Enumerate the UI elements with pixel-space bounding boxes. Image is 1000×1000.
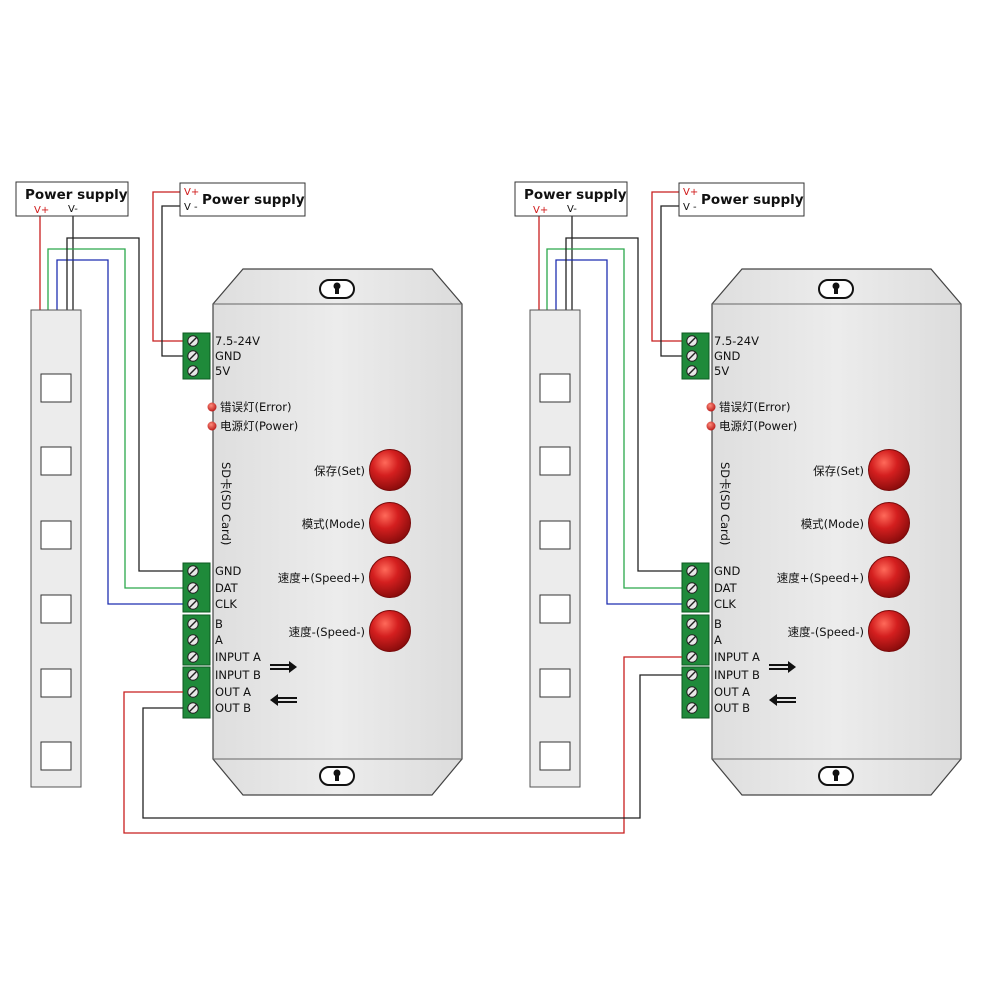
strip-power-supply-title: Power supply (524, 187, 627, 203)
sd-card-slot-label: SD卡(SD Card) (718, 462, 732, 545)
speed-plus-button-label: 速度+(Speed+) (278, 571, 365, 585)
mode-button-label: 模式(Mode) (801, 517, 864, 531)
terminal-label: OUT A (215, 685, 251, 699)
speed-minus-button-label: 速度-(Speed-) (289, 625, 365, 639)
strip-vplus-label: V+ (34, 205, 49, 216)
terminal-label: OUT B (714, 701, 750, 715)
sd-card-slot-label: SD卡(SD Card) (219, 462, 233, 545)
terminal-label: OUT B (215, 701, 251, 715)
error-indicator-label: 错误灯(Error) (719, 400, 791, 414)
terminal-label: B (714, 617, 722, 631)
terminal-label: GND (714, 349, 741, 363)
ctrl-vminus-label: V - (184, 202, 198, 213)
link-wire-out-a (123, 656, 682, 834)
terminal-label: GND (714, 564, 741, 578)
link-wire-out-b (142, 674, 682, 819)
terminal-label: DAT (714, 581, 738, 595)
terminal-label: INPUT B (215, 668, 261, 682)
terminal-label: INPUT B (714, 668, 760, 682)
terminal-label: CLK (215, 597, 237, 611)
terminal-label: GND (215, 564, 242, 578)
strip-vminus-label: V- (567, 204, 577, 215)
strip-vplus-label: V+ (533, 205, 548, 216)
terminal-label: 7.5-24V (215, 334, 260, 348)
strip-vminus-label: V- (68, 204, 78, 215)
set-button-label: 保存(Set) (314, 464, 365, 478)
terminal-label: GND (215, 349, 242, 363)
unit-1-labels: Power supply V+ V- V+ V - Power supply 7… (25, 187, 365, 715)
ctrl-vminus-label: V - (683, 202, 697, 213)
terminal-label: A (714, 633, 722, 647)
terminal-label: CLK (714, 597, 736, 611)
mode-button-label: 模式(Mode) (302, 517, 365, 531)
set-button-label: 保存(Set) (813, 464, 864, 478)
speed-plus-button-label: 速度+(Speed+) (777, 571, 864, 585)
terminal-label: INPUT A (714, 650, 760, 664)
ctrl-vplus-label: V+ (683, 187, 698, 198)
power-indicator-label: 电源灯(Power) (719, 419, 797, 433)
ctrl-vplus-label: V+ (184, 187, 199, 198)
terminal-label: 5V (215, 364, 230, 378)
terminal-label: A (215, 633, 223, 647)
controller-power-supply-title: Power supply (202, 192, 305, 208)
terminal-label: OUT A (714, 685, 750, 699)
unit-2-labels: Power supply V+ V- V+ V - Power supply 7… (524, 187, 864, 715)
terminal-label: 7.5-24V (714, 334, 759, 348)
controller-power-supply-title: Power supply (701, 192, 804, 208)
power-indicator-label: 电源灯(Power) (220, 419, 298, 433)
strip-power-supply-title: Power supply (25, 187, 128, 203)
terminal-label: INPUT A (215, 650, 261, 664)
speed-minus-button-label: 速度-(Speed-) (788, 625, 864, 639)
terminal-label: B (215, 617, 223, 631)
terminal-label: 5V (714, 364, 729, 378)
terminal-label: DAT (215, 581, 239, 595)
error-indicator-label: 错误灯(Error) (220, 400, 292, 414)
